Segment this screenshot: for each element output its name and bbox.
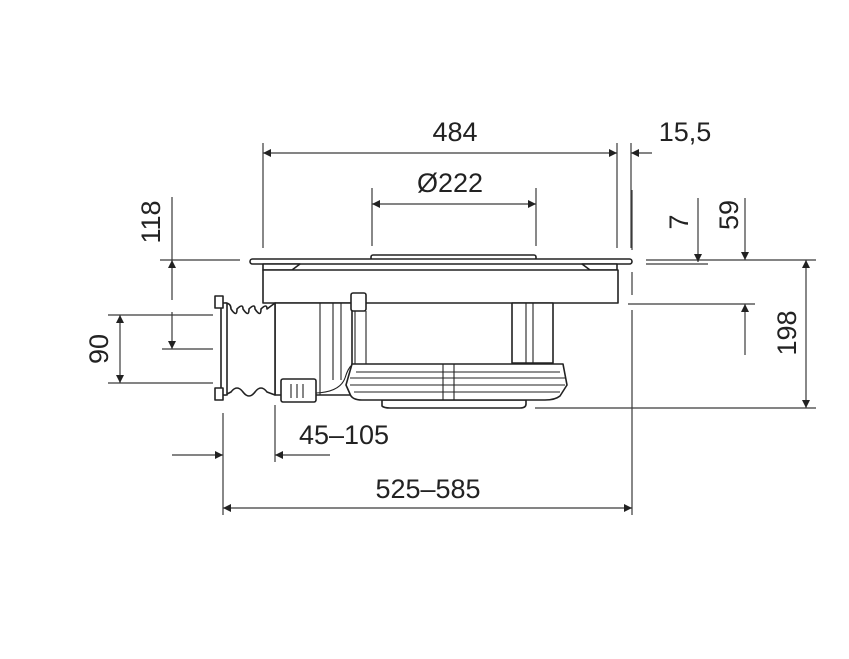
dim-glass-thickness: 7 <box>664 214 694 229</box>
flange-nub-bottom <box>214 387 224 401</box>
dim-duct-height: 90 <box>84 334 114 364</box>
dim-total-depth: 525–585 <box>375 474 480 504</box>
dim-total-height: 198 <box>772 310 802 355</box>
extractor-unit <box>214 254 633 409</box>
dim-rim: 15,5 <box>659 117 712 147</box>
dim-body-depth: 59 <box>714 200 744 230</box>
dim-diameter: Ø222 <box>417 168 483 198</box>
dim-left-height: 118 <box>136 200 166 243</box>
switch-box <box>280 378 317 403</box>
dimension-lines <box>108 143 816 515</box>
flange-nub-top <box>214 295 224 309</box>
dim-duct-adjust: 45–105 <box>299 420 389 450</box>
dim-overall-width: 484 <box>432 117 477 147</box>
